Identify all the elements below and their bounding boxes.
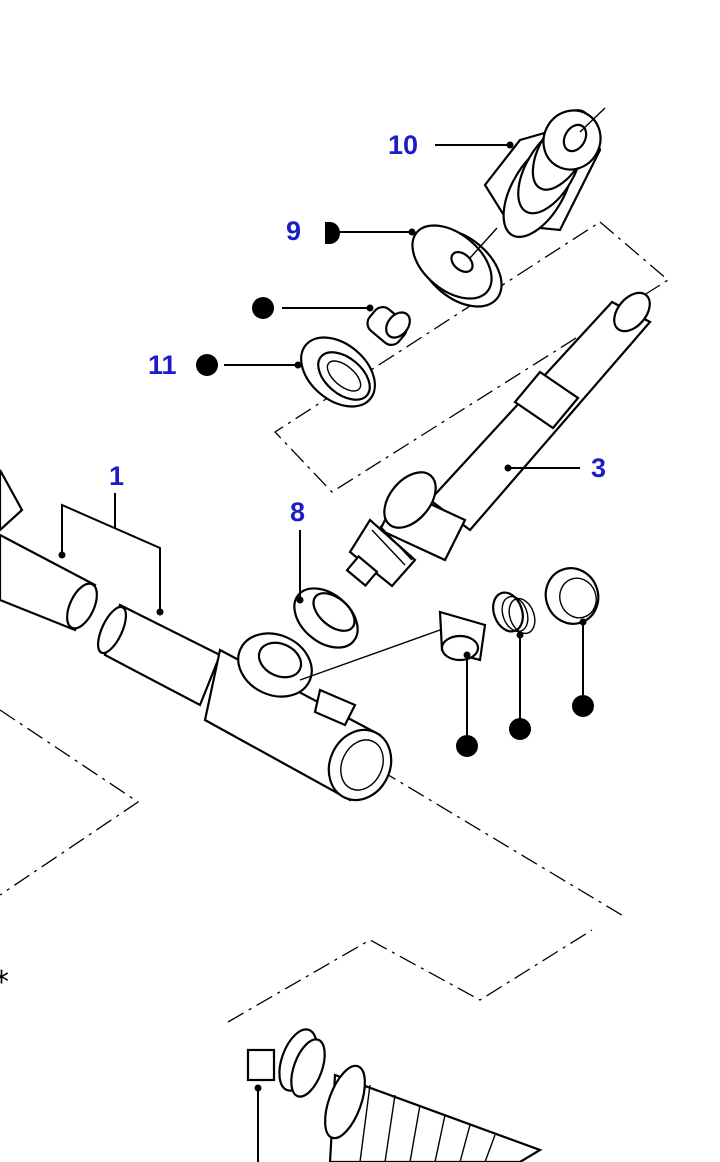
- part-3-pinion-shaft: [345, 291, 652, 588]
- callout-3: 3: [591, 453, 607, 483]
- part-bottom-clip: [246, 1028, 326, 1098]
- callout-11: 11: [148, 350, 177, 380]
- part-bottom-boot: [324, 1064, 543, 1162]
- part-10-bellows: [483, 107, 606, 238]
- filled-circle-marker-cap: [572, 695, 594, 717]
- part-cap: [544, 567, 600, 625]
- part-9-washer: [411, 224, 503, 308]
- callout-9: 9: [286, 216, 302, 246]
- filled-circle-marker-11: [196, 354, 218, 376]
- part-spring: [492, 591, 536, 635]
- filled-circle-marker-bushing: [252, 297, 274, 319]
- assembly-outline-middle: [0, 709, 626, 918]
- part-1-rack-housing: [96, 603, 393, 802]
- assembly-outline-lower: [227, 929, 593, 1023]
- part-8-bearing: [293, 587, 359, 649]
- leader-dots: [58, 141, 587, 1092]
- callout-1: 1: [109, 461, 125, 491]
- part-yoke: [438, 610, 487, 662]
- asterisk-marker: *: [0, 968, 9, 998]
- half-circle-marker-9: [325, 222, 340, 244]
- assembly-outline-upper: [273, 221, 670, 493]
- callout-8: 8: [290, 497, 306, 527]
- filled-circle-marker-spring: [509, 718, 531, 740]
- part-11-bearing: [300, 336, 376, 408]
- part-1-rack-left: [0, 469, 98, 632]
- assembly-line: [299, 629, 441, 681]
- leader-lines: [61, 144, 584, 1162]
- filled-circle-marker-yoke: [456, 735, 478, 757]
- part-bushing: [366, 306, 411, 346]
- callout-10: 10: [388, 130, 419, 160]
- symbol-markers: [196, 222, 594, 757]
